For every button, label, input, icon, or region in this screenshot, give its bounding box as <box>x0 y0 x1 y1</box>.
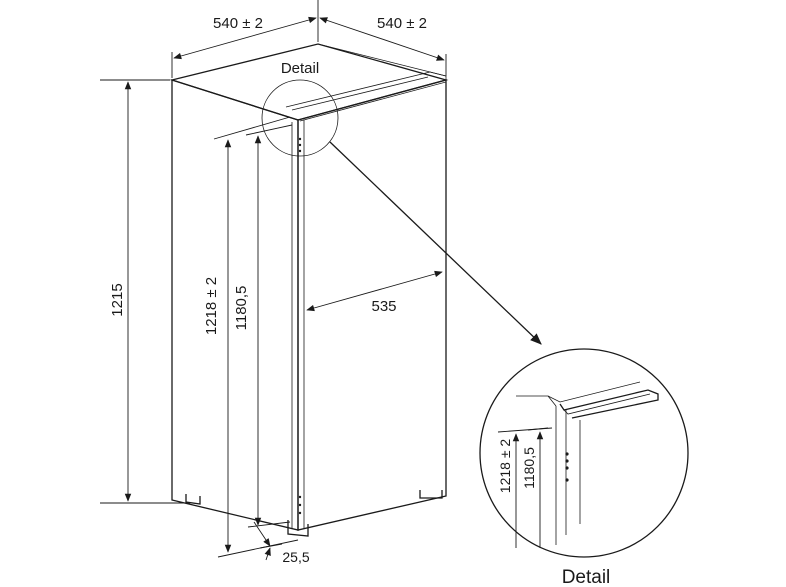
detail-top-label: Detail <box>281 60 319 77</box>
dimension-niche-height: 1218 ± 2 <box>203 116 299 558</box>
dimension-height-total: 1215 <box>100 79 190 504</box>
height-total-label: 1215 <box>109 283 126 316</box>
width-left-label: 540 ± 2 <box>213 15 263 32</box>
depth-label: 535 <box>371 298 396 315</box>
width-right-label: 540 ± 2 <box>377 15 427 32</box>
dimension-width-left: 540 ± 2 <box>171 0 319 78</box>
dimension-width-right: 540 ± 2 <box>319 15 447 76</box>
dimension-door-height: 1180,5 <box>233 124 293 528</box>
detail-door-height-label: 1180,5 <box>521 447 537 489</box>
door-height-label: 1180,5 <box>233 286 250 331</box>
detail-niche-height-label: 1218 ± 2 <box>497 439 513 494</box>
niche-height-label: 1218 ± 2 <box>203 277 220 335</box>
detail-bottom-label: Detail <box>562 567 611 587</box>
dimension-bottom-offset: 25,5 <box>253 521 310 565</box>
detail-callout-top: Detail <box>261 60 542 345</box>
detail-magnified-view: 1218 ± 2 1180,5 <box>479 348 689 558</box>
dimension-depth: 535 <box>306 270 443 315</box>
bottom-offset-label: 25,5 <box>282 549 309 565</box>
